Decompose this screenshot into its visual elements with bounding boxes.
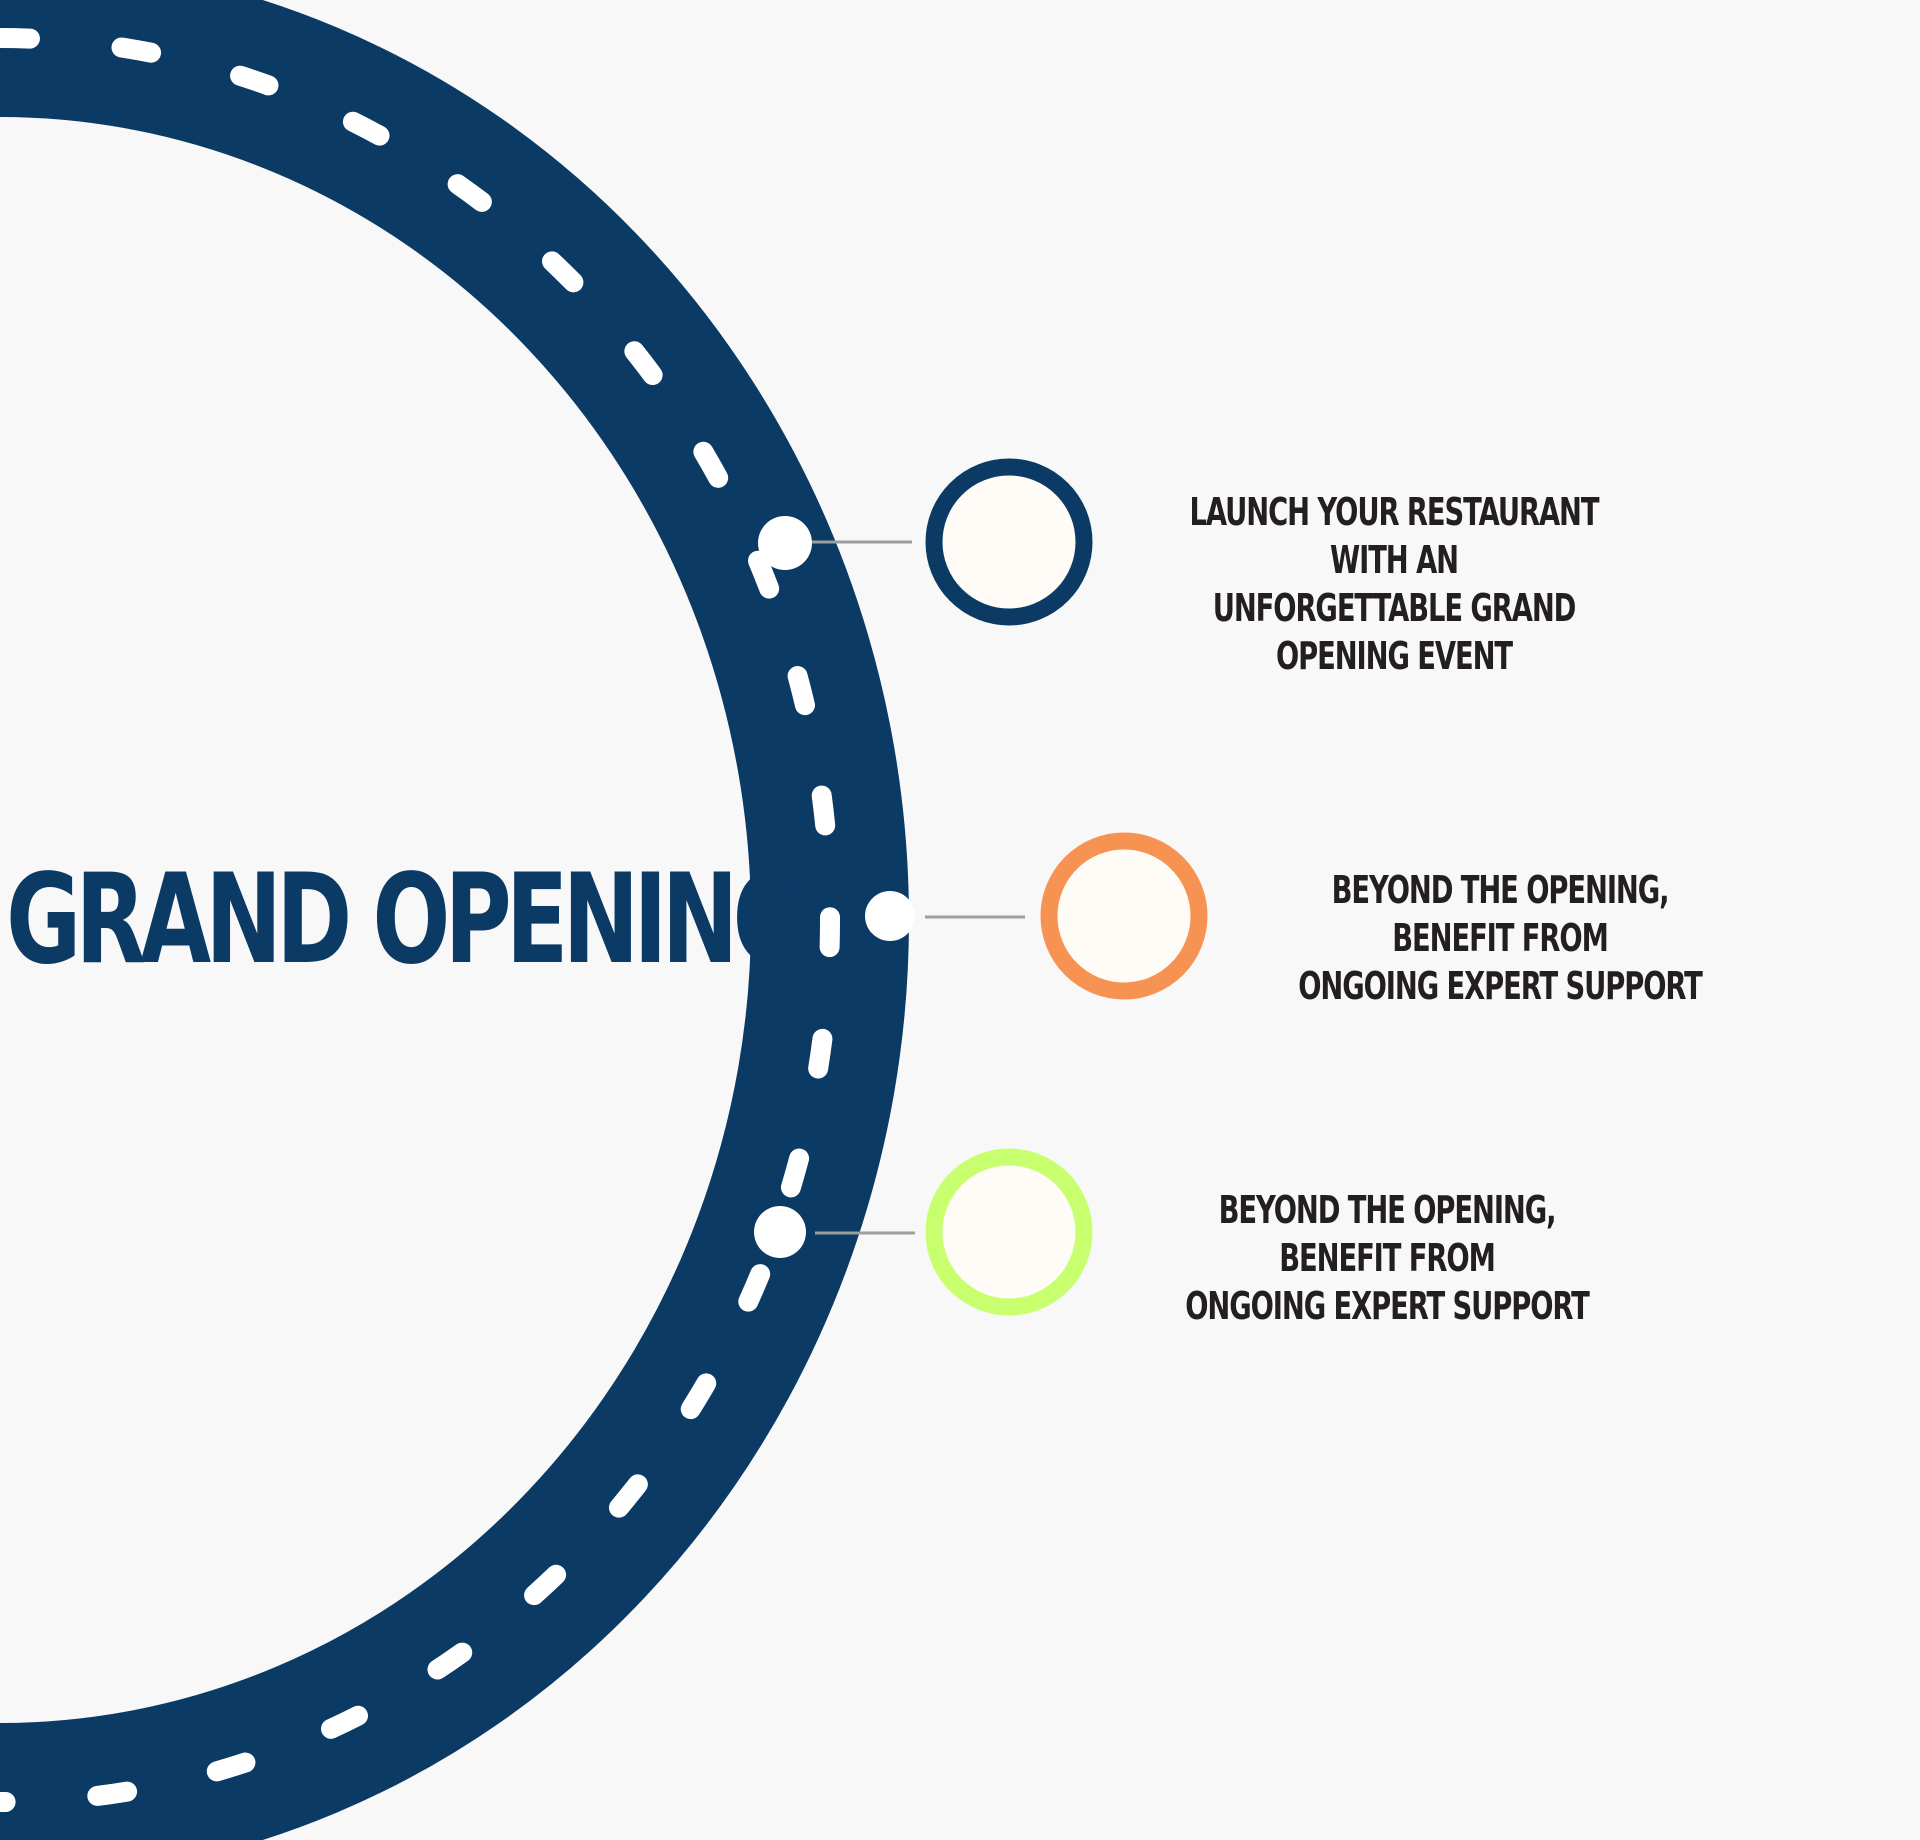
step-2-marker (865, 832, 1208, 1000)
road-lane-markings (0, 28, 840, 1812)
step-2-circle (1040, 832, 1208, 1000)
step-1-marker (758, 458, 1093, 626)
diagram-title: GRAND OPENING (6, 848, 808, 992)
step-2-road-dot (865, 891, 915, 941)
step-3-marker (754, 1148, 1093, 1316)
step-3-road-dot (754, 1206, 806, 1258)
step-3-circle (925, 1148, 1093, 1316)
step-1-text: LAUNCH YOUR RESTAURANT WITH AN UNFORGETT… (1189, 490, 1600, 678)
step-1-circle (925, 458, 1093, 626)
step-2-text: BEYOND THE OPENING, BENEFIT FROM ONGOING… (1298, 868, 1703, 1008)
step-3-text: BEYOND THE OPENING, BENEFIT FROM ONGOING… (1185, 1188, 1590, 1328)
step-1-road-dot (758, 516, 812, 570)
